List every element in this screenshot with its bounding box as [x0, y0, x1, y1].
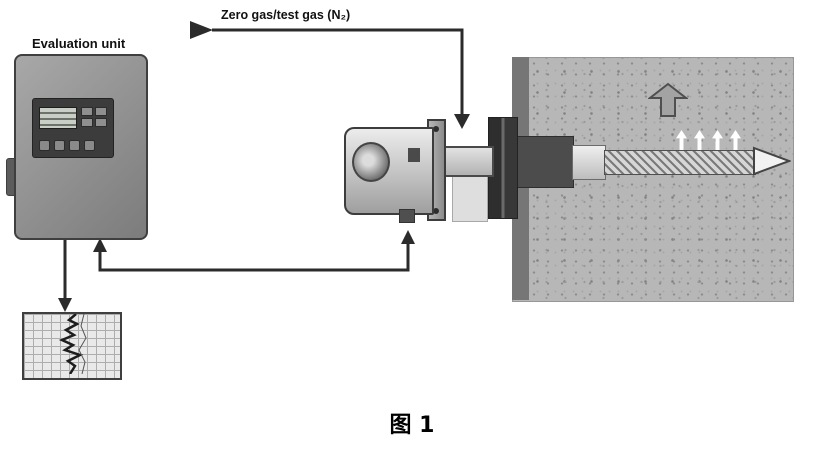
- evaluation-unit-screen: [39, 107, 77, 129]
- flue-gas-up-arrow-icon: [648, 82, 688, 117]
- cable-arrow-to-analyzer-icon: [401, 230, 415, 244]
- zero-gas-line: [212, 28, 464, 116]
- connection-tube: [442, 146, 494, 177]
- duct-flange: [488, 117, 518, 219]
- recorder-arrow-icon: [58, 298, 72, 312]
- probe-adapter: [572, 145, 606, 180]
- gas-flow-arrow-icon: [712, 130, 723, 150]
- chart-recorder-trace: [58, 314, 87, 374]
- analyzer-label-plate: [408, 148, 420, 162]
- purge-air-attachment: [452, 174, 488, 222]
- evaluation-unit-buttons: [39, 140, 95, 151]
- signal-cable: [98, 242, 410, 272]
- measuring-probe: [604, 150, 756, 175]
- zero-gas-down-arrow-icon: [454, 114, 470, 129]
- gas-flow-arrow-icon: [694, 130, 705, 150]
- figure-caption: 图 1: [389, 413, 435, 438]
- evaluation-unit-label: Evaluation unit: [32, 36, 126, 51]
- evaluation-unit-keypad: [81, 107, 107, 127]
- zero-gas-inlet-arrow-icon: [190, 21, 213, 39]
- analyzer-optics-lens: [352, 142, 390, 182]
- probe-end-reflector: [753, 146, 791, 176]
- probe-mounting-sleeve: [516, 136, 574, 188]
- zero-gas-label: Zero gas/test gas (N₂): [221, 8, 351, 22]
- gas-flow-arrow-icon: [730, 130, 741, 150]
- cable-arrow-to-evaluation-unit-icon: [93, 238, 107, 252]
- gas-flow-arrow-icon: [676, 130, 687, 150]
- evaluation-unit: [14, 54, 148, 240]
- chart-recorder: [22, 312, 122, 380]
- evaluation-unit-display-panel: [32, 98, 114, 158]
- analyzer-cable-connector: [399, 209, 415, 223]
